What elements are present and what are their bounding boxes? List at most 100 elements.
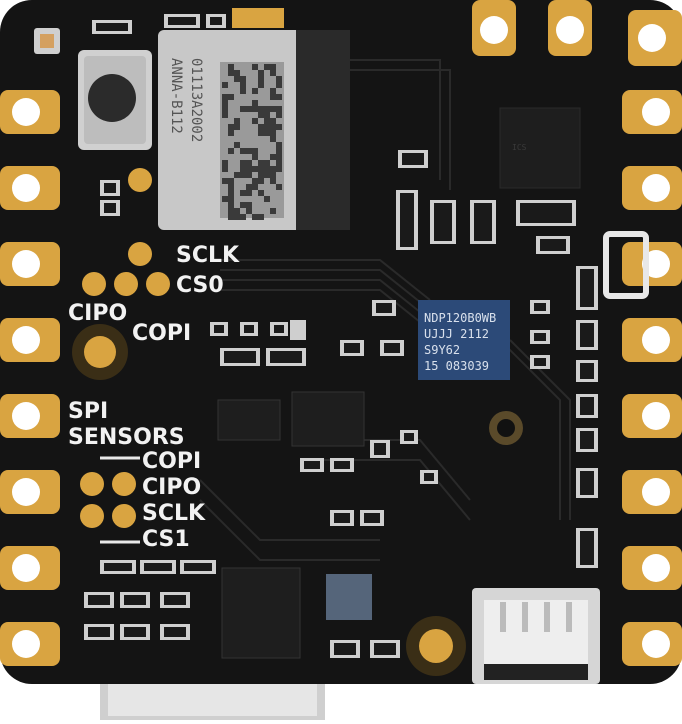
passive-components <box>84 14 598 658</box>
label-spi: SPI <box>68 399 108 424</box>
ndp-line4: 15 083039 <box>424 359 489 373</box>
smd-component <box>576 360 598 382</box>
smd-component <box>576 320 598 350</box>
right-pad <box>622 394 682 438</box>
smd-component <box>160 592 190 608</box>
module-datamatrix <box>222 64 282 220</box>
smd-component <box>330 640 360 658</box>
smd-component <box>84 624 114 640</box>
left-pad <box>0 622 60 666</box>
ic-chip-blue <box>326 574 372 620</box>
smd-component <box>266 348 306 366</box>
right-pad <box>622 318 682 362</box>
smd-component <box>330 458 354 472</box>
antenna-marker <box>603 231 649 299</box>
smd-component <box>340 340 364 356</box>
label-cipo-bottom: CIPO <box>142 475 201 500</box>
ndp-line3: S9Y62 <box>424 343 460 357</box>
left-pad <box>0 546 60 590</box>
battery-connector-icon <box>472 588 600 684</box>
label-sensors: SENSORS <box>68 425 185 450</box>
smd-component <box>120 592 150 608</box>
left-pad <box>0 470 60 514</box>
right-pad <box>622 166 682 210</box>
label-cs0: CS0 <box>176 273 224 298</box>
smd-component <box>530 330 550 344</box>
right-pad <box>622 622 682 666</box>
smd-component <box>100 200 120 216</box>
smd-component <box>210 322 228 336</box>
ndp-chip: NDP120B0WB UJJJ 2112 S9Y62 15 083039 <box>418 300 510 380</box>
smd-component <box>380 340 404 356</box>
smd-component <box>160 624 190 640</box>
label-copi-bottom: COPI <box>142 449 201 474</box>
smd-component <box>84 592 114 608</box>
smd-component <box>370 640 400 658</box>
smd-component <box>372 300 396 316</box>
ic-chip-large: ICS <box>499 107 581 189</box>
right-pad <box>622 546 682 590</box>
smd-component <box>576 528 598 568</box>
right-castellated-pads <box>622 90 682 666</box>
smd-component <box>330 510 354 526</box>
label-sclk-top: SCLK <box>176 243 240 268</box>
smd-component <box>240 322 258 336</box>
top-pad <box>548 0 592 56</box>
smd-component <box>536 236 570 254</box>
smd-component <box>270 322 288 336</box>
right-pad <box>622 242 682 286</box>
module-label-line1: ANNA-B112 <box>168 58 184 134</box>
svg-text:ICS: ICS <box>512 143 527 152</box>
smd-component <box>396 190 418 250</box>
smd-component <box>180 560 216 574</box>
smd-component <box>516 200 576 226</box>
ic-chip-sensor <box>291 391 365 447</box>
smd-component <box>290 320 306 340</box>
smd-component <box>420 470 438 484</box>
smd-component <box>470 200 496 244</box>
ndp-line2: UJJJ 2112 <box>424 327 489 341</box>
module-label-line2: 01113A2002 <box>188 58 204 142</box>
smd-component <box>398 150 428 168</box>
right-pad <box>622 90 682 134</box>
left-pad <box>0 166 60 210</box>
ic-chip-bottom <box>221 567 301 659</box>
reset-button-icon[interactable] <box>78 50 152 150</box>
ndp-line1: NDP120B0WB <box>424 311 496 325</box>
smd-component <box>220 348 260 366</box>
right-pad <box>622 470 682 514</box>
smd-component <box>576 266 598 310</box>
smd-component <box>530 300 550 314</box>
smd-component <box>206 14 226 28</box>
smd-component <box>576 394 598 418</box>
smd-component <box>140 560 176 574</box>
test-pads <box>80 168 170 528</box>
smd-component <box>430 200 456 244</box>
left-castellated-pads <box>0 90 60 666</box>
mounting-hole-icon <box>489 411 523 445</box>
smd-component <box>300 458 324 472</box>
top-pad <box>472 0 516 56</box>
smd-component <box>100 560 136 574</box>
smd-component <box>576 468 598 498</box>
left-pad <box>0 242 60 286</box>
label-sclk-bottom: SCLK <box>142 501 206 526</box>
smd-component <box>164 14 200 28</box>
ble-module: ANNA-B112 01113A2002 <box>158 30 350 230</box>
ic-chip-small <box>217 399 281 441</box>
smd-component <box>370 440 390 458</box>
label-cipo-top: CIPO <box>68 301 127 326</box>
left-pad <box>0 318 60 362</box>
smd-component <box>120 624 150 640</box>
smd-component <box>530 355 550 369</box>
left-pad <box>0 394 60 438</box>
top-castellated-pads <box>472 0 682 66</box>
smd-component <box>360 510 384 526</box>
smd-component <box>400 430 418 444</box>
label-cs1: CS1 <box>142 527 190 552</box>
smd-component <box>576 428 598 452</box>
smd-component <box>92 20 132 34</box>
label-copi-top: COPI <box>132 321 191 346</box>
smd-component <box>100 180 120 196</box>
